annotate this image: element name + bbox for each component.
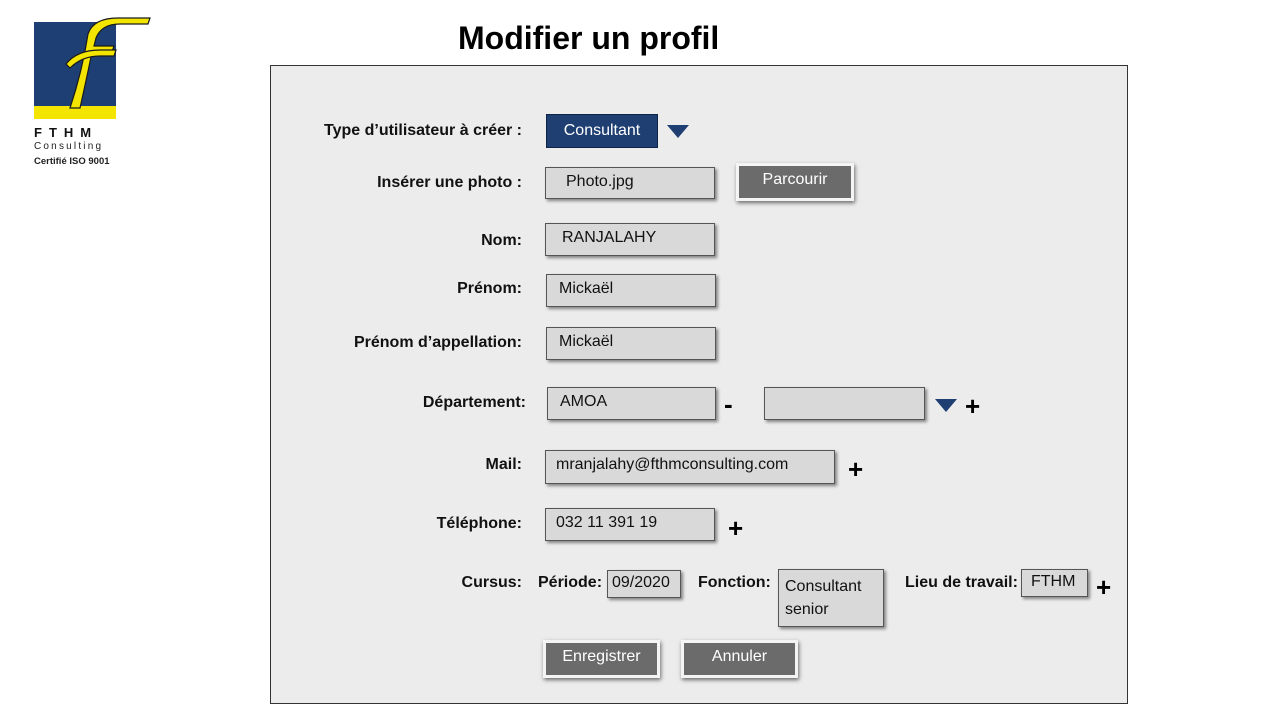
telephone-field[interactable]: 032 11 391 19 xyxy=(545,508,715,541)
logo-name: FTHM xyxy=(34,125,99,140)
browse-button[interactable]: Parcourir xyxy=(736,163,854,201)
prenom-field[interactable]: Mickaël xyxy=(546,274,716,307)
photo-label: Insérer une photo : xyxy=(377,174,522,191)
logo-subtitle: Consulting xyxy=(34,141,104,152)
mail-label: Mail: xyxy=(485,456,522,473)
save-button[interactable]: Enregistrer xyxy=(543,640,660,678)
departement-dropdown-arrow-icon[interactable] xyxy=(935,399,957,412)
prenom-label: Prénom: xyxy=(457,280,522,297)
cursus-label: Cursus: xyxy=(461,574,522,591)
fthm-logo-f-icon xyxy=(65,17,151,109)
add-departement-button[interactable]: + xyxy=(965,391,981,421)
departement-field[interactable]: AMOA xyxy=(547,387,716,420)
fonction-label: Fonction: xyxy=(698,574,771,591)
logo-certification: Certifié ISO 9001 xyxy=(34,156,110,167)
add-telephone-button[interactable]: + xyxy=(728,513,744,543)
prenom-appellation-field[interactable]: Mickaël xyxy=(546,327,716,360)
add-mail-button[interactable]: + xyxy=(848,454,864,484)
fonction-field[interactable]: Consultant senior xyxy=(778,569,884,627)
departement-select-field[interactable] xyxy=(764,387,925,420)
lieu-travail-label: Lieu de travail: xyxy=(905,574,1018,591)
user-type-dropdown-arrow-icon[interactable] xyxy=(667,125,689,138)
nom-label: Nom: xyxy=(481,232,522,249)
form-panel xyxy=(270,65,1128,704)
mail-field[interactable]: mranjalahy@fthmconsulting.com xyxy=(545,450,835,484)
nom-field[interactable]: RANJALAHY xyxy=(545,223,715,256)
lieu-travail-field[interactable]: FTHM xyxy=(1021,569,1088,597)
cancel-button[interactable]: Annuler xyxy=(681,640,798,678)
telephone-label: Téléphone: xyxy=(436,515,522,532)
departement-label: Département: xyxy=(422,394,526,411)
prenom-appellation-label: Prénom d’appellation: xyxy=(353,334,522,351)
periode-field[interactable]: 09/2020 xyxy=(607,570,681,598)
add-cursus-button[interactable]: + xyxy=(1096,572,1112,602)
remove-departement-button[interactable]: - xyxy=(724,389,733,419)
logo-stripe xyxy=(34,106,116,119)
user-type-select[interactable]: Consultant xyxy=(546,114,658,148)
page-title: Modifier un profil xyxy=(458,20,720,56)
user-type-label: Type d’utilisateur à créer : xyxy=(324,122,522,139)
photo-file-field[interactable]: Photo.jpg xyxy=(545,167,715,199)
periode-label: Période: xyxy=(538,574,603,591)
